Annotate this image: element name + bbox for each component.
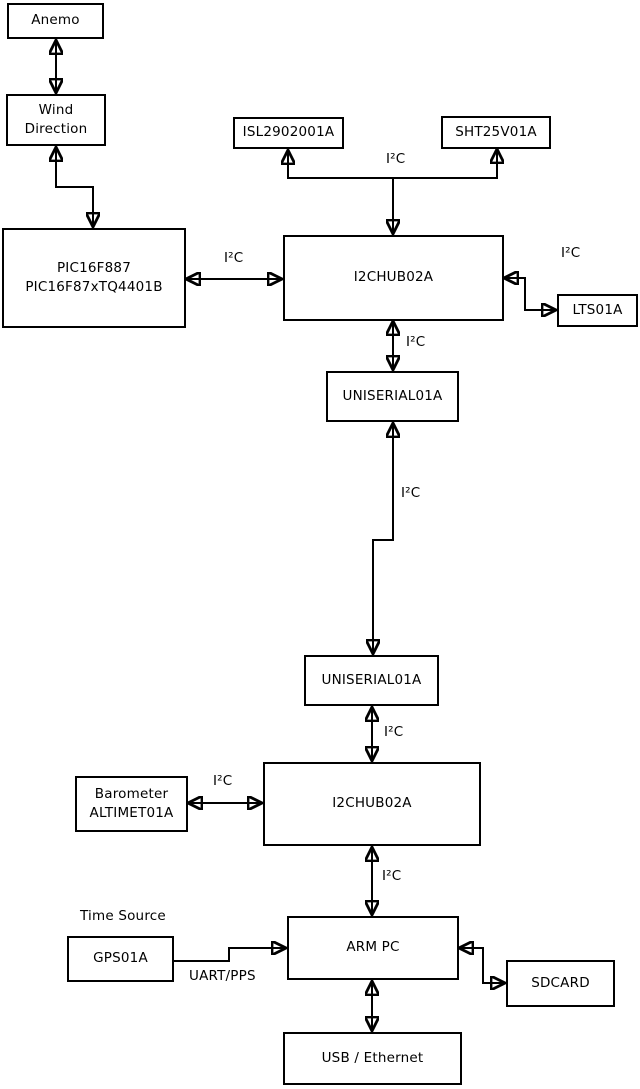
label-i2c-uniserial-link: I²C: [401, 485, 421, 501]
label-uart-pps: UART/PPS: [189, 968, 256, 984]
node-pic16f887: PIC16F887 PIC16F87xTQ4401B: [2, 228, 186, 328]
label-i2c-sensors-hub1: I²C: [386, 151, 406, 167]
node-isl2902001a: ISL2902001A: [233, 117, 344, 149]
node-sdcard: SDCARD: [506, 960, 615, 1007]
node-gps01a: GPS01A: [67, 936, 174, 982]
label-i2c-uniserial2-hub2: I²C: [384, 724, 404, 740]
node-arm-pc: ARM PC: [287, 916, 459, 980]
label-time-source: Time Source: [80, 908, 166, 924]
label-i2c-hub2-armpc: I²C: [382, 868, 402, 884]
label-i2c-pic-hub1: I²C: [224, 250, 244, 266]
edge-hub1-lts: [504, 278, 556, 310]
node-anemo: Anemo: [7, 3, 104, 39]
edge-armpc-sdcard: [459, 948, 505, 983]
node-usb-ethernet: USB / Ethernet: [283, 1032, 462, 1085]
node-uniserial01a-2: UNISERIAL01A: [304, 655, 439, 706]
node-i2chub02a-2: I2CHUB02A: [263, 762, 481, 846]
node-i2chub02a-1: I2CHUB02A: [283, 235, 504, 321]
edge-gps-armpc: [174, 948, 286, 962]
node-lts01a: LTS01A: [557, 294, 638, 327]
label-i2c-hub1-lts: I²C: [561, 245, 581, 261]
node-sht25v01a: SHT25V01A: [441, 116, 551, 149]
node-uniserial01a-1: UNISERIAL01A: [326, 371, 459, 422]
edge-winddirection-pic: [56, 147, 93, 227]
label-i2c-barometer-hub2: I²C: [213, 773, 233, 789]
node-barometer-altimet01a: Barometer ALTIMET01A: [75, 776, 188, 832]
edge-uniserial1-uniserial2: [373, 423, 393, 654]
node-wind-direction: Wind Direction: [6, 94, 106, 146]
label-i2c-hub1-uniserial1: I²C: [406, 334, 426, 350]
